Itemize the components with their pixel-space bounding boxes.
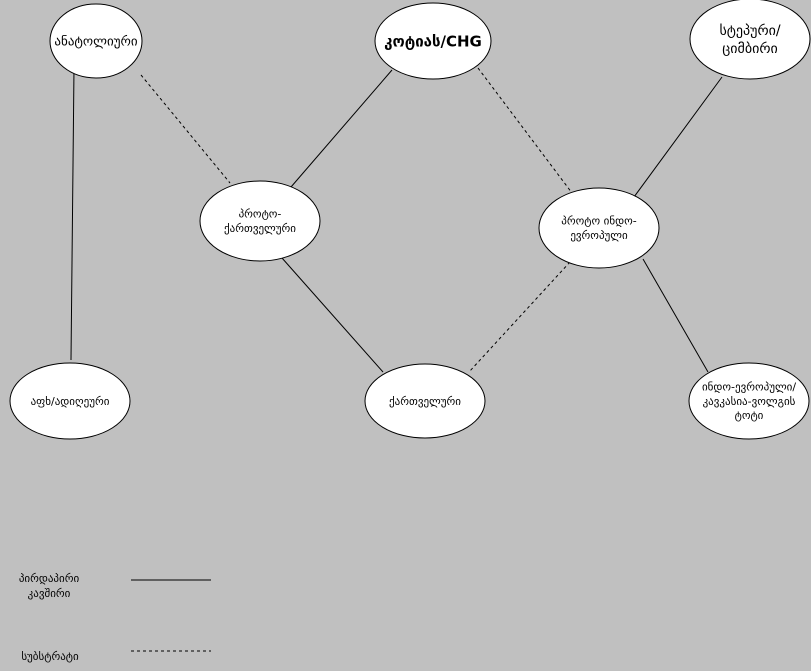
edge-kotias-to-proto-kartvelian [290,69,393,188]
node-abkhaz-adyghe: აფხ/ადიღეური [9,362,131,440]
node-steppe: სტეპური/ციმბირი [689,0,811,80]
node-anatolian: ანატოლიური [49,3,143,79]
legend-item-substrate: სუბსტრატი [21,650,211,663]
node-label: ანატოლიური [54,35,137,50]
edge-proto-ie-to-ie-caucasus [642,258,709,373]
node-label: აფხ/ადიღეური [31,395,110,408]
node-kartvelian: ქართველური [364,363,486,439]
node-label: კოტიას/CHG [384,32,482,50]
legend-label: კავშირი [28,587,71,600]
edge-proto-ie-to-kartvelian [468,261,571,373]
node-ellipse [374,2,492,80]
edges-layer [70,67,723,373]
edge-anatolian-to-abkhaz-adyghe [70,67,75,361]
node-ellipse [9,362,131,440]
node-ellipse [689,0,811,80]
node-label: სტეპური/ [719,22,780,39]
node-label: ევროპული [570,229,628,242]
node-ellipse [364,363,486,439]
node-label: ქართველური [224,222,296,235]
node-ellipse [49,3,143,79]
node-label: პროტო ინდო- [561,215,636,228]
edge-kotias-to-proto-ie [477,67,573,194]
node-label: ინდო-ევროპული/ [702,381,796,394]
node-proto-ie: პროტო ინდო-ევროპული [538,187,660,269]
node-label: ციმბირი [722,40,777,57]
node-label: კავკასია-ვოლგის [703,395,796,408]
legend-item-direct: პირდაპირი კავშირი [19,572,211,600]
node-label: პროტო- [239,208,282,221]
edge-steppe-to-proto-ie [633,76,723,198]
node-ellipse [199,180,321,262]
nodes-layer: ანატოლიური კოტიას/CHG სტეპური/ციმბირი პროტო… [9,0,811,440]
node-ellipse [538,187,660,269]
legend-label: სუბსტრატი [21,650,79,663]
node-label: ტოტი [735,409,764,422]
node-kotias: კოტიას/CHG [374,2,492,80]
edge-proto-kartvelian-to-kartvelian [281,257,384,373]
legend-label: პირდაპირი [19,572,80,585]
edge-anatolian-to-proto-kartvelian [140,74,231,184]
node-label: ქართველური [389,395,461,408]
legend: პირდაპირი კავშირი სუბსტრატი [19,572,211,663]
node-proto-kartvelian: პროტო-ქართველური [199,180,321,262]
node-ellipse [688,362,810,440]
